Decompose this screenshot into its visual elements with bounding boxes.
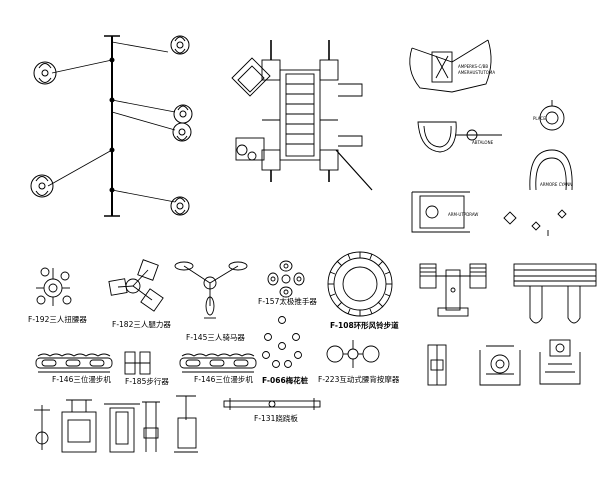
bottom-equipment-2: [61, 399, 97, 453]
three-person-leg-press-symbol: [108, 259, 164, 312]
walker-symbol: [124, 351, 151, 375]
annotation-text: ARMORE CYANN: [540, 182, 572, 187]
three-person-twister-symbol: [36, 267, 72, 306]
label-f223: F-223互动式腰背按摩器: [318, 374, 400, 384]
annotation-text: PLACE: [533, 116, 546, 121]
bottom-equipment-4: [142, 401, 160, 452]
machine-side-view-1: [479, 345, 521, 386]
label-f066: F-066梅花桩: [262, 375, 309, 385]
annotation-text: AMPERKS-C/BB: [458, 64, 488, 69]
label-f157: F-157太极推手器: [258, 296, 317, 306]
ring-chime-path-symbol: [327, 251, 393, 317]
label-f182: F-182三人腿力器: [112, 319, 171, 329]
label-f146a: F-146三位漫步机: [52, 374, 111, 384]
label-f145: F-145三人骑马器: [186, 332, 245, 342]
vertical-panel-diagram: [427, 344, 447, 386]
label-f192: F-192三人扭腰器: [28, 314, 87, 324]
tower-plan-diagram: [231, 40, 373, 191]
machine-side-view-2: [539, 339, 581, 385]
three-position-walker-symbol: [35, 353, 113, 373]
label-f185: F-185步行器: [125, 376, 169, 386]
annotation-text: ABTALONE: [472, 140, 494, 145]
tai-chi-wheel-symbol: [267, 260, 305, 298]
seesaw-symbol: [223, 398, 321, 410]
parallel-bench-diagram: [513, 263, 597, 324]
three-person-horse-riding-symbol: [174, 261, 248, 319]
annotation-text: ARM-UTPDRAW: [448, 212, 478, 217]
twist-stand-diagram: [30, 35, 193, 217]
bottom-equipment-3: [104, 403, 140, 453]
label-f146b: F-146三位漫步机: [194, 374, 253, 384]
plum-blossom-piles-symbol: [262, 316, 302, 368]
ab-bench-diagram: [419, 263, 487, 317]
bottom-equipment-5: [174, 395, 198, 453]
three-position-walker-symbol-2: [179, 353, 257, 373]
label-f131: F-131跷跷板: [254, 413, 298, 423]
upper-right-equipment: [409, 39, 573, 236]
label-f108: F-108环形风铃步道: [330, 320, 399, 330]
equipment-labels: F-192三人扭腰器 F-182三人腿力器 F-145三人骑马器 F-157太极…: [28, 296, 400, 423]
bottom-equipment-1: [34, 405, 50, 450]
back-massager-symbol: [326, 340, 380, 368]
upper-right-small-text: AMPERKS-C/BB AMERHUSTUTOMA PLACE ABTALON…: [448, 64, 572, 217]
annotation-text: AMERHUSTUTOMA: [458, 70, 495, 75]
